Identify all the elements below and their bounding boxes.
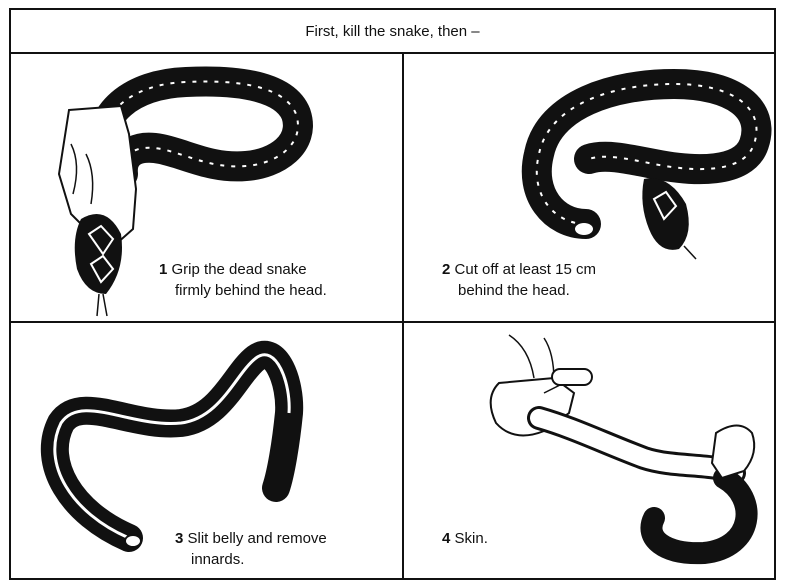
step-1-panel: 1 Grip the dead snake firmly behind the … [11, 54, 402, 321]
instruction-sheet: First, kill the snake, then – 1 Grip the… [9, 8, 776, 580]
step-number: 3 [175, 530, 183, 547]
step-4-panel: 4 Skin. [404, 323, 776, 580]
step-number: 2 [442, 261, 450, 278]
step-number: 1 [159, 261, 167, 278]
step-2-panel: 2 Cut off at least 15 cm behind the head… [404, 54, 776, 321]
step-text-line2: firmly behind the head. [159, 280, 327, 301]
step-4-caption: 4 Skin. [442, 528, 488, 549]
step-3-caption: 3 Slit belly and remove innards. [175, 528, 327, 570]
step-text-line2: innards. [175, 549, 327, 570]
sheet-title: First, kill the snake, then – [11, 10, 774, 54]
step-2-caption: 2 Cut off at least 15 cm behind the head… [442, 259, 596, 301]
step-text-line1: Grip the dead snake [172, 261, 307, 278]
step-text-line1: Skin. [455, 530, 488, 547]
step-number: 4 [442, 530, 450, 547]
step-1-caption: 1 Grip the dead snake firmly behind the … [159, 259, 327, 301]
step-3-panel: 3 Slit belly and remove innards. [11, 323, 402, 580]
step-text-line2: behind the head. [442, 280, 596, 301]
step-text-line1: Slit belly and remove [188, 530, 327, 547]
step-text-line1: Cut off at least 15 cm [455, 261, 596, 278]
